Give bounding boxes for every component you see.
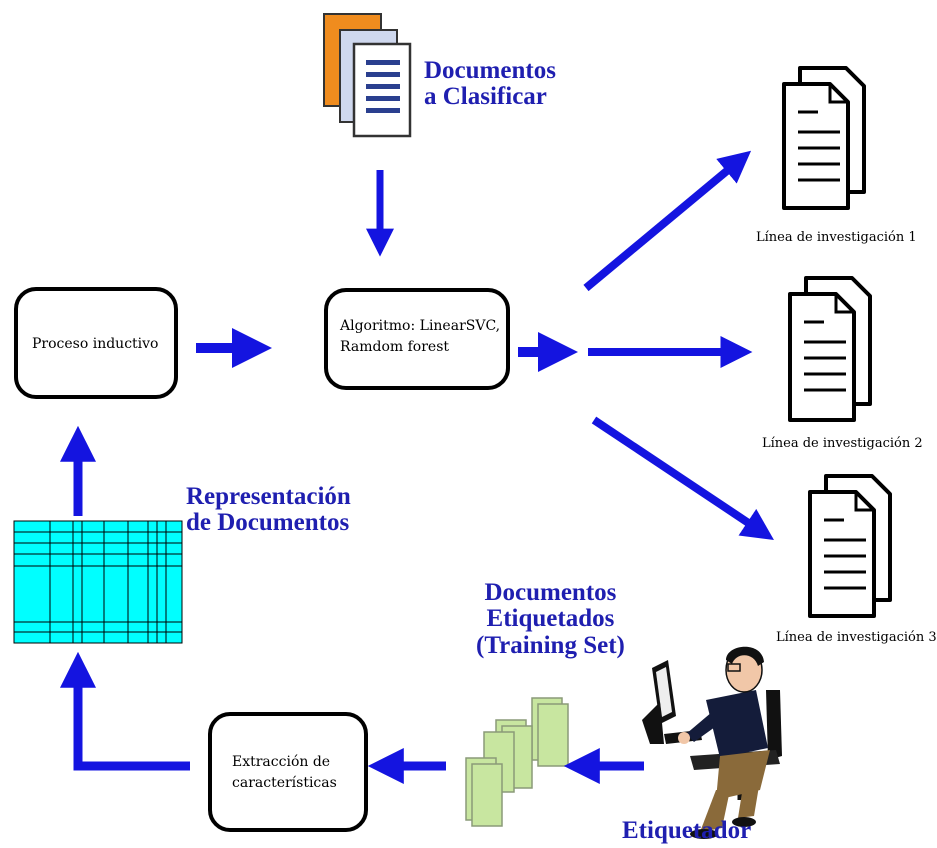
representacion-line1: Representación	[186, 483, 351, 510]
training-set-line3: (Training Set)	[476, 631, 625, 659]
proceso-inductivo-box	[14, 287, 178, 399]
documents-to-classify-line1: Documentos	[424, 57, 556, 84]
document-stack-icon-3	[808, 474, 892, 618]
arrow-to-linea-1	[583, 150, 752, 292]
linea-investigacion-1-label: Línea de investigación 1	[756, 230, 917, 245]
proceso-inductivo-label: Proceso inductivo	[32, 336, 159, 352]
extraccion-line2: características	[232, 775, 337, 791]
etiquetador-label: Etiquetador	[622, 817, 752, 844]
training-set-line2: Etiquetados	[486, 605, 615, 633]
representacion-label: Representación de Documentos	[186, 483, 351, 537]
arrow-to-linea-3	[591, 416, 774, 540]
documents-to-classify-line2: a Clasificar	[424, 83, 547, 111]
algoritmo-line1: Algoritmo: LinearSVC,	[340, 318, 501, 334]
arrow-extraccion-to-grid	[60, 651, 190, 771]
algoritmo-box	[324, 288, 510, 390]
algoritmo-label: Algoritmo: LinearSVC, Ramdom forest	[340, 316, 500, 358]
representacion-line2: de Documentos	[186, 509, 350, 537]
document-stack-icon-2	[788, 276, 872, 422]
document-representation-grid	[13, 520, 183, 644]
linea-investigacion-3-label: Línea de investigación 3	[776, 630, 937, 645]
training-set-line1: Documentos	[484, 579, 617, 606]
algoritmo-line2: Ramdom forest	[340, 339, 449, 355]
extraccion-line1: Extracción de	[232, 754, 331, 770]
documents-to-classify-icon	[323, 13, 412, 138]
linea-investigacion-2-label: Línea de investigación 2	[762, 436, 923, 451]
document-stack-icon-1	[782, 66, 866, 210]
documents-to-classify-label: Documentos a Clasificar	[424, 57, 556, 111]
training-set-documents-icon	[465, 697, 569, 827]
etiquetador-person-icon	[642, 646, 782, 839]
extraccion-box	[208, 712, 368, 832]
extraccion-label: Extracción de características	[232, 752, 337, 794]
training-set-label: Documentos Etiquetados (Training Set)	[476, 579, 625, 659]
